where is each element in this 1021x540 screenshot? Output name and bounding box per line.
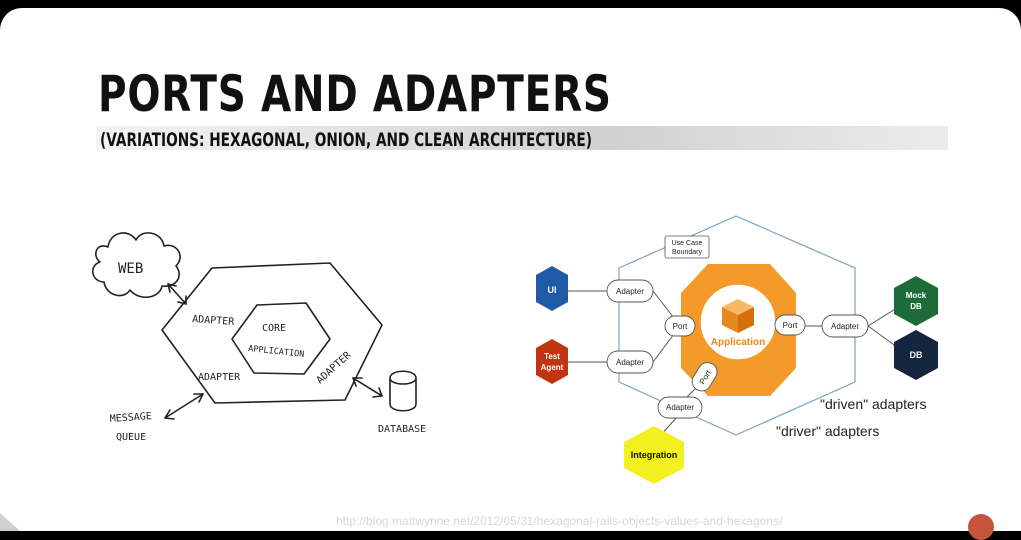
- corner-dot: [968, 514, 994, 540]
- svg-text:Port: Port: [673, 322, 688, 331]
- ui-hexagon: [536, 266, 568, 311]
- application-label: Application: [711, 337, 765, 348]
- mock-db-hexagon: [894, 276, 938, 326]
- svg-text:Adapter: Adapter: [666, 403, 694, 412]
- adapter-ui: Adapter: [606, 279, 654, 303]
- port-right: Port: [774, 314, 806, 336]
- svg-text:Adapter: Adapter: [831, 322, 859, 331]
- database-cylinder-icon: [389, 370, 417, 412]
- footer-url: http://blog.mattwynne.net/2012/05/31/hex…: [336, 514, 783, 528]
- corner-triangle: [0, 513, 20, 531]
- driver-adapters-label: "driver" adapters: [776, 423, 879, 439]
- sketch-adapter-top: ADAPTER: [192, 314, 236, 328]
- test-agent-line1: Test: [544, 352, 560, 361]
- hex-diagram: Use Case Boundary Application: [536, 215, 938, 484]
- web-cloud-icon: [92, 232, 181, 298]
- sketch-adapter-right: ADAPTER: [315, 349, 354, 386]
- integration-hexagon: [624, 426, 684, 484]
- mock-db-line1: Mock: [906, 291, 927, 300]
- db-label: DB: [910, 350, 923, 360]
- port-left: Port: [664, 315, 696, 337]
- slide-title: PORTS AND ADAPTERS: [98, 65, 612, 123]
- svg-text:Adapter: Adapter: [616, 358, 644, 367]
- db-hexagon: [894, 330, 938, 380]
- ui-label: UI: [548, 285, 557, 295]
- svg-text:Adapter: Adapter: [616, 287, 644, 296]
- integration-label: Integration: [631, 450, 678, 460]
- svg-text:Port: Port: [783, 321, 798, 330]
- sketch-core-label: CORE: [262, 323, 286, 334]
- adapter-db: Adapter: [821, 314, 869, 338]
- use-case-line1: Use Case: [672, 240, 703, 247]
- queue-arrow: [164, 393, 204, 419]
- adapter-test: Adapter: [606, 350, 654, 374]
- use-case-boundary: [618, 215, 856, 436]
- subtitle-band: [96, 126, 948, 150]
- sketch-adapter-bottom: ADAPTER: [198, 372, 241, 383]
- database-arrow: [352, 377, 383, 397]
- hand-sketch: [92, 232, 417, 420]
- slide-subtitle: (VARIATIONS: HEXAGONAL, ONION, AND CLEAN…: [100, 129, 592, 151]
- use-case-line2: Boundary: [672, 249, 702, 256]
- mock-db-line2: DB: [910, 302, 922, 311]
- sketch-labels: WEB CORE APPLICATION ADAPTER ADAPTER ADA…: [109, 261, 426, 443]
- slide: PORTS AND ADAPTERS (VARIATIONS: HEXAGONA…: [0, 8, 1021, 531]
- inner-hexagon: [231, 302, 331, 375]
- test-agent-hexagon: [536, 339, 568, 384]
- sketch-web-label: WEB: [118, 261, 143, 277]
- adapter-integration: Adapter: [657, 396, 703, 419]
- sketch-application-label: APPLICATION: [248, 344, 305, 360]
- web-arrow: [167, 283, 187, 305]
- sketch-queue-line2: QUEUE: [116, 432, 146, 443]
- use-case-boundary-box: [664, 235, 710, 259]
- sketch-database-label: DATABASE: [378, 424, 426, 435]
- sketch-queue-line1: MESSAGE: [109, 411, 152, 425]
- test-agent-line2: Agent: [541, 363, 564, 372]
- driven-adapters-label: "driven" adapters: [820, 396, 926, 412]
- application-box-icon: [722, 299, 754, 333]
- outer-hexagon: [161, 262, 383, 404]
- port-bottom: Port: [691, 362, 718, 392]
